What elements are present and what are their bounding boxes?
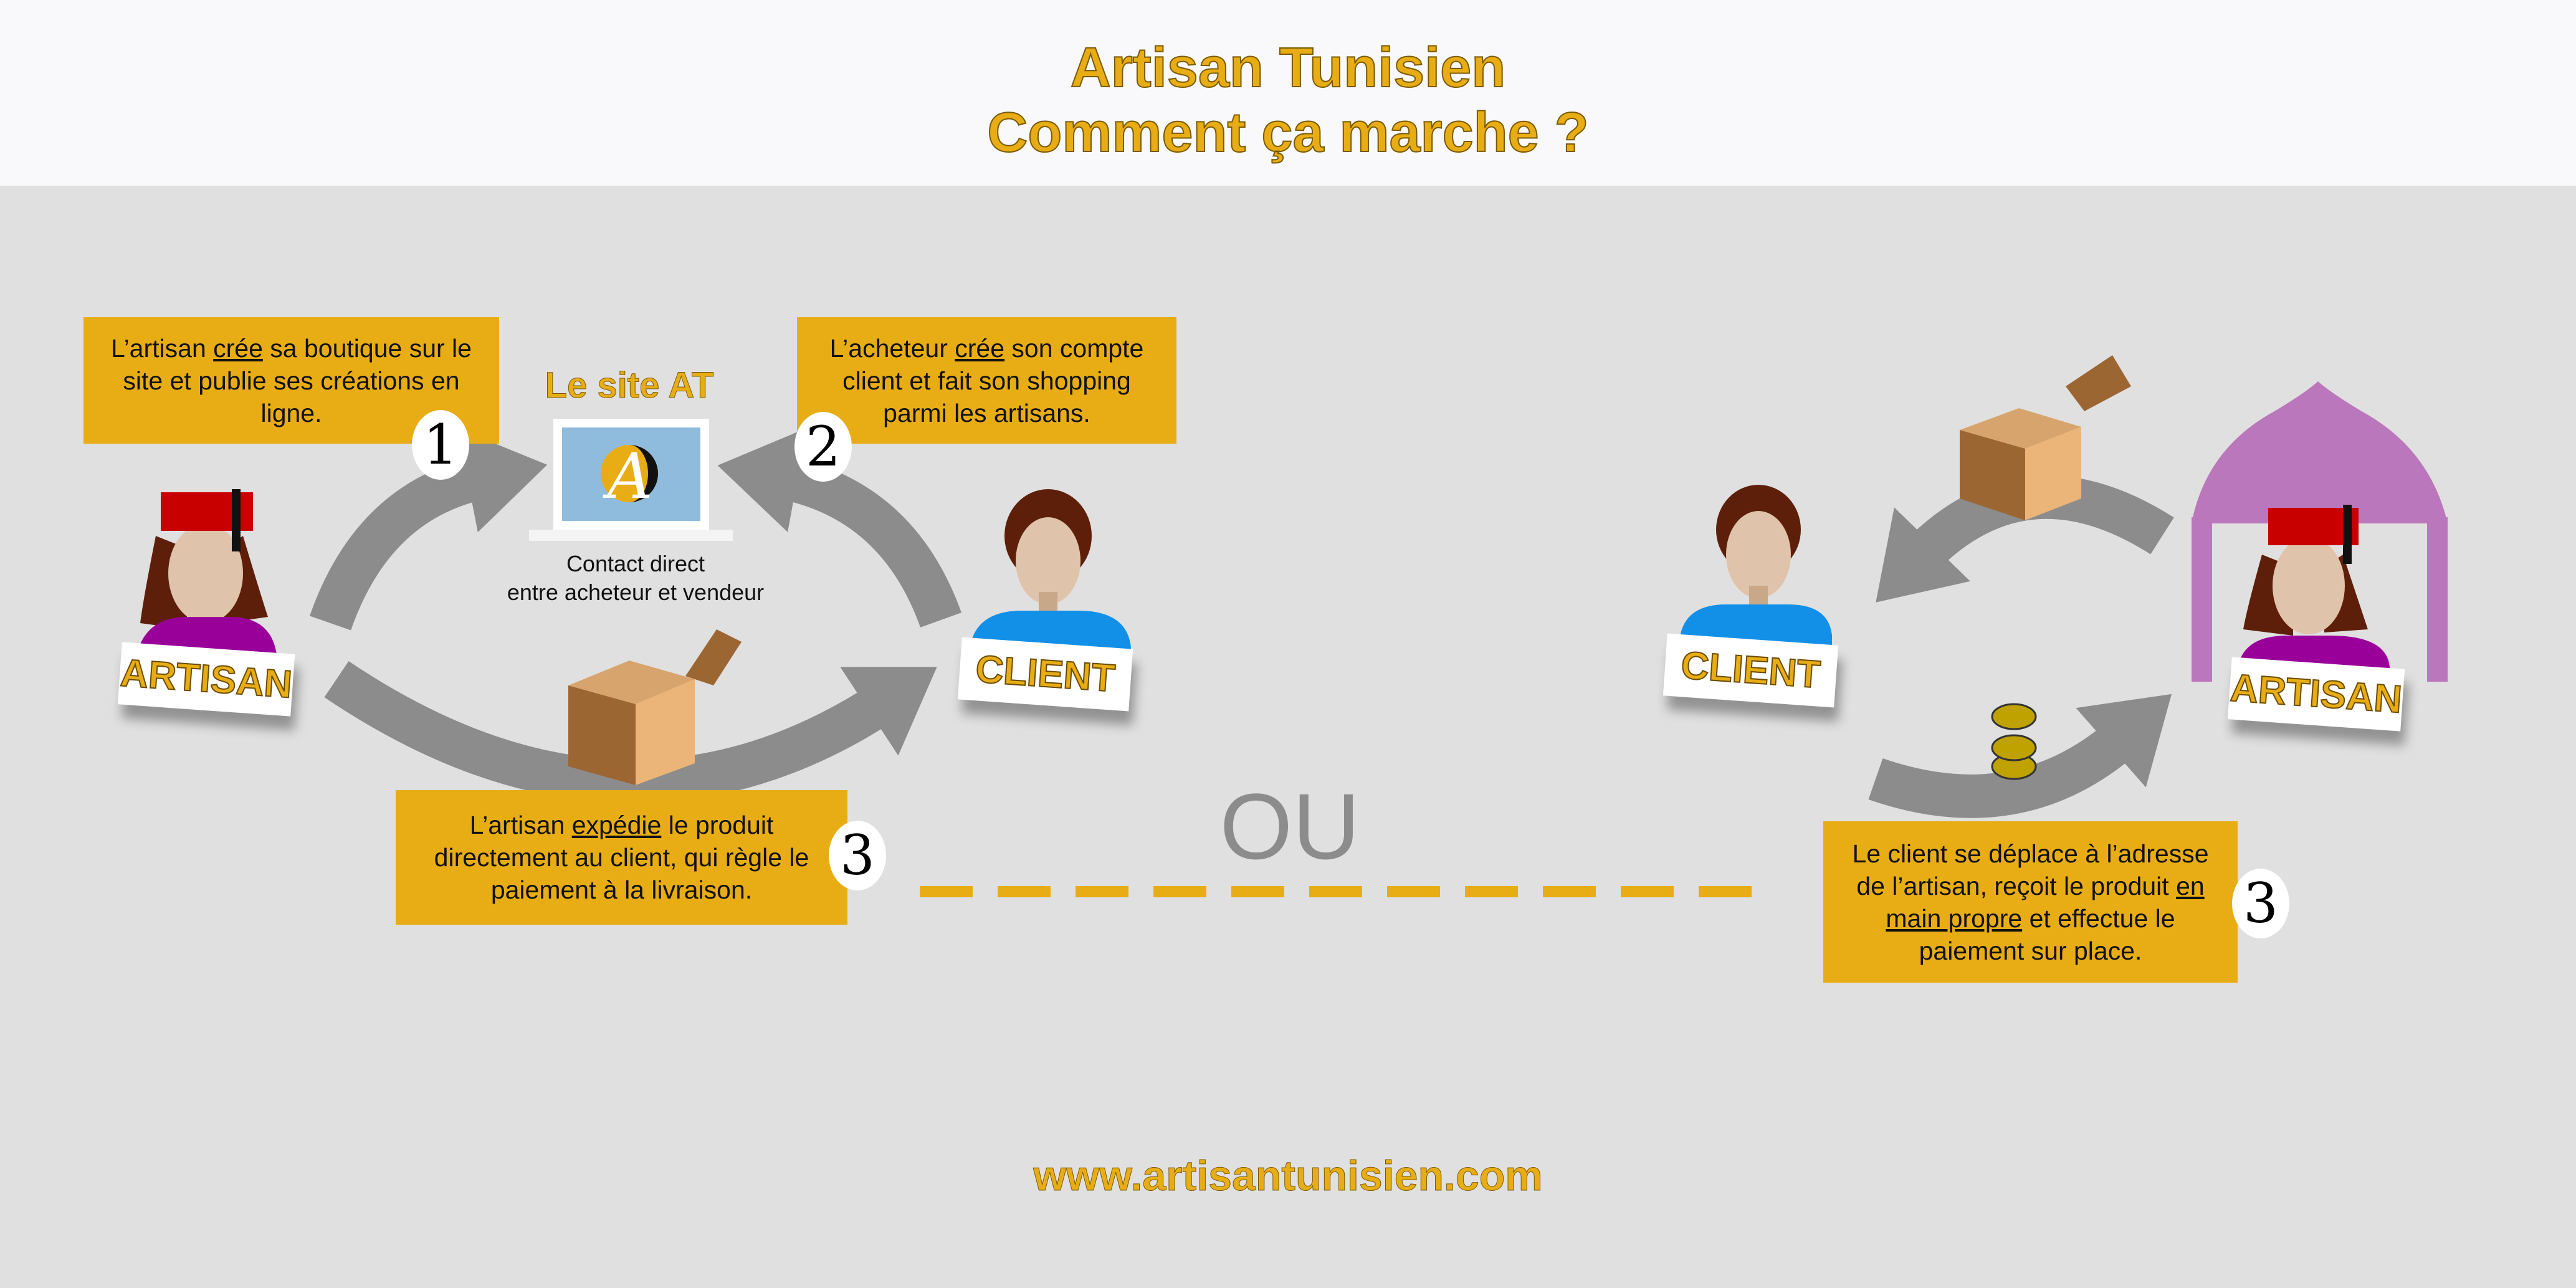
step1-emphasis: crée: [213, 333, 263, 363]
artisan-figure-right: [2237, 505, 2390, 679]
step2-text: L’acheteur: [829, 333, 955, 363]
step3-pickup-text-end: et effectue le paiement sur place.: [1919, 904, 2175, 965]
or-separator-label: OU: [1219, 774, 1360, 879]
artisan-figure-left: [134, 489, 277, 679]
step3-pickup-number-badge: 3: [2232, 869, 2289, 938]
step1-number-badge: 1: [412, 410, 469, 480]
step3-delivery-box: L’artisan expédie le produit directement…: [396, 790, 847, 925]
package-icon-right: [1960, 355, 2131, 520]
client-figure-right: [1679, 485, 1832, 648]
site-title: Le site AT: [545, 365, 714, 406]
website-link[interactable]: www.artisantunisien.com: [1033, 1152, 1543, 1200]
step1-text-end: sa boutique sur le site et publie ses cr…: [123, 333, 472, 427]
arrow-artisan-to-client: [324, 661, 937, 804]
arrow-artisan-to-site: [309, 428, 548, 631]
artisan-label-left: ARTISAN: [117, 642, 295, 717]
step3-pickup-emphasis: en main propre: [1886, 871, 2205, 933]
arrow-payment-to-artisan: [1868, 694, 2172, 818]
step3-pickup-text: Le client se déplace à l’adresse de l’ar…: [1852, 839, 2209, 900]
site-caption-line1: Contact direct: [566, 551, 705, 576]
step3-delivery-number-badge: 3: [829, 821, 886, 890]
package-icon-left: [568, 629, 742, 785]
client-label-right: CLIENT: [1662, 633, 1839, 708]
artisan-label-right: ARTISAN: [2227, 657, 2405, 732]
title-line-2: Comment ça marche ?: [986, 101, 1589, 165]
step1-text: L’artisan: [111, 333, 214, 363]
step3-pickup-box: Le client se déplace à l’adresse de l’ar…: [1823, 821, 2238, 983]
step3-delivery-text-end: le produit directement au client, qui rè…: [434, 811, 809, 904]
site-caption-line2: entre acheteur et vendeur: [507, 580, 765, 605]
step3-delivery-text: L’artisan: [469, 811, 572, 839]
header-band: Artisan Tunisien Comment ça marche ?: [0, 0, 2576, 186]
client-figure-left: [969, 489, 1131, 661]
dashed-separator: [920, 886, 1752, 897]
step2-number-badge: 2: [794, 412, 852, 482]
coins-icon: [1991, 703, 2037, 780]
laptop-icon: [529, 419, 733, 541]
site-caption: Contact direct entre acheteur et vendeur: [474, 550, 798, 607]
title-line-1: Artisan Tunisien: [1070, 36, 1506, 100]
arrow-client-to-site: [717, 427, 961, 628]
step3-delivery-emphasis: expédie: [571, 811, 662, 839]
client-label-left: CLIENT: [957, 637, 1133, 712]
step2-text-end: son compte client et fait son shopping p…: [842, 333, 1144, 427]
step2-box: L’acheteur crée son compte client et fai…: [797, 317, 1176, 444]
step2-emphasis: crée: [955, 333, 1005, 363]
site-logo: A: [607, 440, 653, 513]
tent-icon: [2192, 381, 2448, 682]
